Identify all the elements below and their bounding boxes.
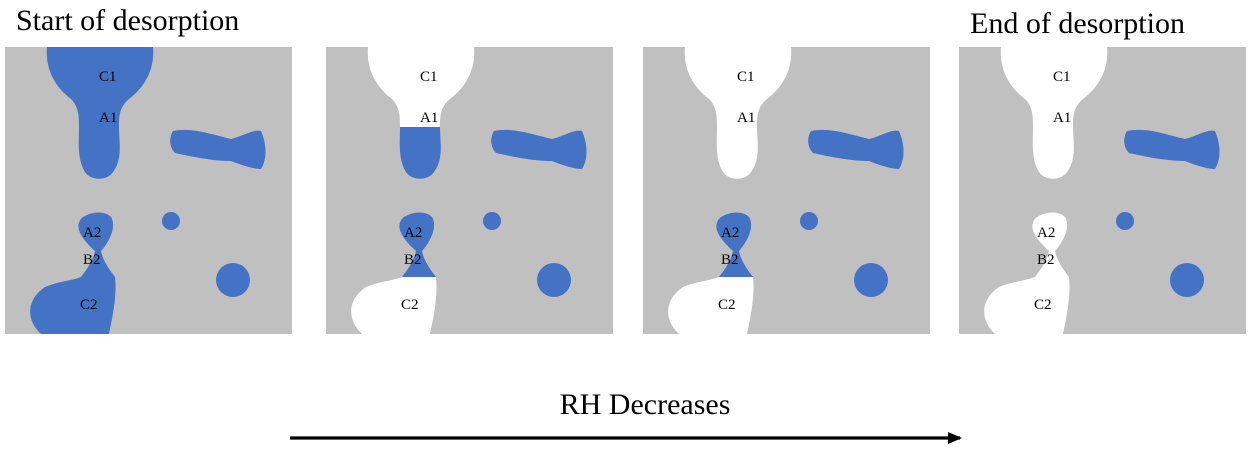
isolated-pore-small bbox=[162, 212, 180, 230]
label-b2: B2 bbox=[83, 252, 101, 268]
neck-a1 bbox=[78, 127, 120, 179]
pore-a2 bbox=[78, 212, 114, 251]
isolated-pore-medium bbox=[1170, 263, 1204, 297]
pore-c2 bbox=[984, 277, 1070, 334]
pore-c2 bbox=[668, 277, 754, 334]
rh-decreases-label: RH Decreases bbox=[560, 388, 731, 421]
pore-c2 bbox=[351, 277, 437, 334]
label-c1: C1 bbox=[99, 69, 117, 85]
label-b2: B2 bbox=[721, 252, 739, 268]
label-c2: C2 bbox=[80, 297, 98, 313]
label-c1: C1 bbox=[1053, 69, 1071, 85]
label-a1: A1 bbox=[420, 110, 438, 126]
start-of-desorption-label: Start of desorption bbox=[16, 4, 239, 37]
pore-c1 bbox=[46, 47, 154, 127]
pore-a2 bbox=[716, 212, 752, 251]
isolated-pore-small bbox=[800, 212, 818, 230]
isolated-pore-small bbox=[1116, 212, 1134, 230]
label-b2: B2 bbox=[1037, 252, 1055, 268]
label-c2: C2 bbox=[1034, 297, 1052, 313]
neck-b2 bbox=[81, 251, 115, 277]
label-c1: C1 bbox=[737, 69, 755, 85]
isolated-pore-medium bbox=[216, 263, 250, 297]
label-b2: B2 bbox=[404, 252, 422, 268]
isolated-pore-bowtie bbox=[808, 129, 904, 169]
isolated-pore-medium bbox=[854, 263, 888, 297]
isolated-pore-bowtie bbox=[170, 129, 266, 169]
end-of-desorption-label: End of desorption bbox=[970, 7, 1185, 40]
label-a2: A2 bbox=[83, 225, 101, 241]
label-c2: C2 bbox=[401, 297, 419, 313]
pore-a2 bbox=[1032, 212, 1068, 251]
pore-c1 bbox=[1000, 47, 1108, 127]
neck-a1 bbox=[399, 127, 441, 179]
label-c1: C1 bbox=[420, 69, 438, 85]
isolated-pore-medium bbox=[537, 263, 571, 297]
pore-c2 bbox=[30, 277, 116, 334]
isolated-pore-small bbox=[483, 212, 501, 230]
label-a2: A2 bbox=[1037, 225, 1055, 241]
neck-a1 bbox=[716, 127, 758, 179]
neck-a1 bbox=[1032, 127, 1074, 179]
label-a1: A1 bbox=[99, 110, 117, 126]
neck-b2 bbox=[719, 251, 753, 277]
pore-c1 bbox=[367, 47, 475, 127]
label-a1: A1 bbox=[737, 110, 755, 126]
isolated-pore-bowtie bbox=[1124, 129, 1220, 169]
label-c2: C2 bbox=[718, 297, 736, 313]
label-a1: A1 bbox=[1053, 110, 1071, 126]
pore-a2 bbox=[399, 212, 435, 251]
pore-c1 bbox=[684, 47, 792, 127]
label-a2: A2 bbox=[404, 225, 422, 241]
neck-b2 bbox=[402, 251, 436, 277]
isolated-pore-bowtie bbox=[491, 129, 587, 169]
label-a2: A2 bbox=[721, 225, 739, 241]
neck-b2 bbox=[1035, 251, 1069, 277]
